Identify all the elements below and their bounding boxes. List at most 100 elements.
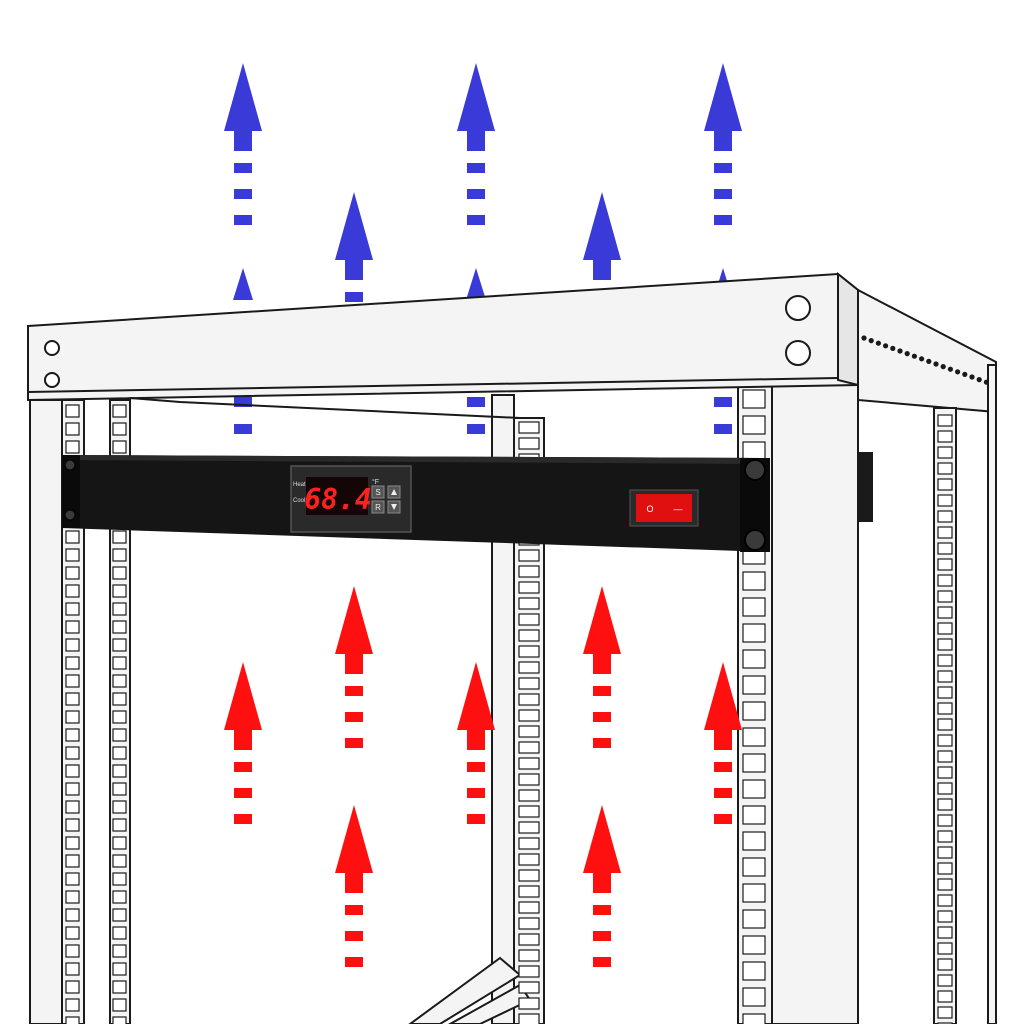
post-hole [65, 656, 80, 670]
post-hole [742, 727, 766, 747]
post-hole [65, 998, 80, 1012]
reset-button[interactable] [371, 500, 385, 514]
arrow-dash [467, 788, 485, 798]
arrow-dash [714, 215, 732, 225]
post-hole [518, 549, 540, 562]
post-hole [937, 446, 953, 459]
post-hole [518, 581, 540, 594]
thermostat-panel: 68.4 Heat Cool °F S R O — [62, 455, 770, 552]
post-hole [112, 692, 127, 706]
arrow-dash [345, 931, 363, 941]
post-hole [937, 862, 953, 875]
top-rail-side [837, 271, 859, 387]
post-hole [518, 901, 540, 914]
arrow-stem [345, 871, 363, 893]
arrow-stem [345, 258, 363, 280]
post-hole [112, 656, 127, 670]
post-hole [937, 734, 953, 747]
post-hole [742, 675, 766, 695]
rear-bracket [857, 452, 873, 522]
arrow-head [335, 586, 373, 654]
post-hole [112, 818, 127, 832]
switch-off-mark: — [674, 504, 683, 514]
airflow-arrow [583, 805, 621, 967]
post-hole [112, 530, 127, 544]
airflow-arrow [335, 586, 373, 748]
arrow-dash [714, 814, 732, 824]
arrow-dash [593, 957, 611, 967]
post-hole [65, 944, 80, 958]
arrow-stem [345, 652, 363, 674]
post-hole [518, 885, 540, 898]
arrow-dash [714, 788, 732, 798]
post-hole [742, 909, 766, 929]
front-left-post-outer [29, 399, 63, 1024]
inner-rail [129, 397, 544, 419]
post-hole [937, 638, 953, 651]
down-arrow-icon [391, 504, 397, 510]
post-hole [518, 677, 540, 690]
post-hole [742, 961, 766, 981]
post-hole [937, 766, 953, 779]
arrow-head [224, 662, 262, 730]
post-hole [742, 597, 766, 617]
post-hole [937, 606, 953, 619]
post-hole [937, 622, 953, 635]
post-hole [65, 764, 80, 778]
post-hole [112, 854, 127, 868]
post-hole [518, 597, 540, 610]
post-hole [937, 814, 953, 827]
post-hole [65, 404, 80, 418]
post-hole [65, 854, 80, 868]
arrow-head [335, 805, 373, 873]
post-hole [518, 821, 540, 834]
arrow-dash [714, 397, 732, 407]
post-hole [518, 757, 540, 770]
arrow-stem [714, 129, 732, 151]
post-hole [742, 935, 766, 955]
arrow-dash [593, 686, 611, 696]
post-hole [937, 430, 953, 443]
power-switch[interactable]: O — [629, 489, 699, 527]
post-hole [937, 590, 953, 603]
post-hole [518, 981, 540, 994]
arrow-head [466, 268, 486, 300]
arrow-dash [234, 189, 252, 199]
post-hole [742, 623, 766, 643]
airflow-arrow [224, 662, 262, 824]
post-hole [518, 805, 540, 818]
post-hole [742, 831, 766, 851]
post-hole [937, 654, 953, 667]
arrow-head [233, 268, 253, 300]
post-hole [937, 574, 953, 587]
set-button[interactable] [371, 485, 385, 499]
post-hole [518, 917, 540, 930]
rail-hole [933, 361, 939, 367]
post-hole [937, 670, 953, 683]
post-hole [742, 415, 766, 435]
post-hole [65, 872, 80, 886]
post-hole [518, 629, 540, 642]
arrow-stem [593, 871, 611, 893]
arrow-dash [234, 163, 252, 173]
post-hole [65, 818, 80, 832]
post-hole [65, 530, 80, 544]
arrow-dash [467, 814, 485, 824]
airflow-arrow [583, 586, 621, 748]
switch-rocker[interactable] [636, 494, 692, 522]
rack-back-frame [857, 288, 997, 1024]
post-hole [518, 789, 540, 802]
arrow-dash [467, 424, 485, 434]
post-hole [518, 741, 540, 754]
post-hole [65, 890, 80, 904]
post-hole [937, 542, 953, 555]
rail-hole [868, 338, 874, 344]
arrow-head [457, 63, 495, 131]
arrow-stem [593, 258, 611, 280]
arrow-dash [593, 738, 611, 748]
rail-hole [940, 364, 946, 370]
post-hole [112, 548, 127, 562]
post-hole [65, 962, 80, 976]
post-hole [65, 710, 80, 724]
post-hole [65, 548, 80, 562]
